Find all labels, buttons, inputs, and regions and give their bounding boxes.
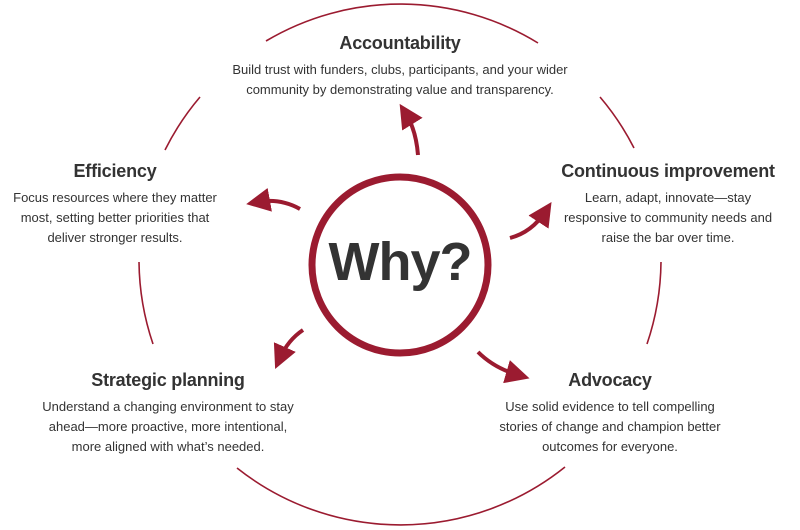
node-strategic-planning: Strategic planning Understand a changing… — [28, 370, 308, 457]
desc-line: Focus resources where they matter — [13, 190, 217, 205]
desc-line: most, setting better priorities that — [20, 210, 210, 225]
node-efficiency: Efficiency Focus resources where they ma… — [0, 161, 230, 248]
node-continuous-improvement: Continuous improvement Learn, adapt, inn… — [548, 161, 788, 248]
outer-arc-top-left — [164, 96, 201, 151]
center-circle — [308, 173, 492, 357]
node-description: Focus resources where they matter most, … — [0, 188, 230, 248]
outer-arc-bottom — [236, 466, 566, 526]
outer-arc-top-right — [599, 96, 635, 149]
node-description: Understand a changing environment to sta… — [28, 397, 308, 457]
arrow-to-advocacy-icon — [476, 350, 530, 384]
desc-line: Learn, adapt, innovate—stay — [584, 190, 752, 205]
node-title: Continuous improvement — [561, 161, 775, 181]
arrow-to-efficiency-icon — [246, 188, 301, 212]
desc-line: Build trust with funders, clubs, partici… — [232, 62, 568, 77]
desc-line: outcomes for everyone. — [542, 439, 678, 454]
arrow-to-continuous-improvement-icon — [509, 201, 552, 240]
node-description: Use solid evidence to tell compelling st… — [490, 397, 730, 457]
arrows — [246, 103, 552, 384]
desc-line: more aligned with what’s needed. — [71, 439, 265, 454]
node-title: Accountability — [339, 33, 461, 53]
center-why-label: Why? — [328, 232, 473, 292]
desc-line: community by demonstrating value and tra… — [246, 82, 554, 97]
node-description: Learn, adapt, innovate—stay responsive t… — [548, 188, 788, 248]
desc-line: stories of change and champion better — [499, 419, 721, 434]
desc-line: Understand a changing environment to sta… — [42, 399, 294, 414]
desc-line: ahead—more proactive, more intentional, — [48, 419, 288, 434]
node-title: Efficiency — [73, 161, 157, 181]
node-title: Strategic planning — [91, 370, 245, 390]
node-accountability: Accountability Build trust with funders,… — [200, 33, 600, 100]
outer-arc-top — [265, 3, 539, 44]
outer-arc-right — [646, 261, 662, 345]
node-title: Advocacy — [568, 370, 652, 390]
desc-line: deliver stronger results. — [47, 230, 183, 245]
outer-ring — [138, 3, 662, 526]
outer-arc-left — [138, 261, 154, 345]
arrow-to-accountability-icon — [399, 103, 423, 156]
node-advocacy: Advocacy Use solid evidence to tell comp… — [490, 370, 730, 457]
arrow-to-strategic-planning-icon — [273, 328, 305, 369]
desc-line: responsive to community needs and — [563, 210, 773, 225]
desc-line: Use solid evidence to tell compelling — [505, 399, 715, 414]
node-description: Build trust with funders, clubs, partici… — [200, 60, 600, 100]
desc-line: raise the bar over time. — [601, 230, 735, 245]
